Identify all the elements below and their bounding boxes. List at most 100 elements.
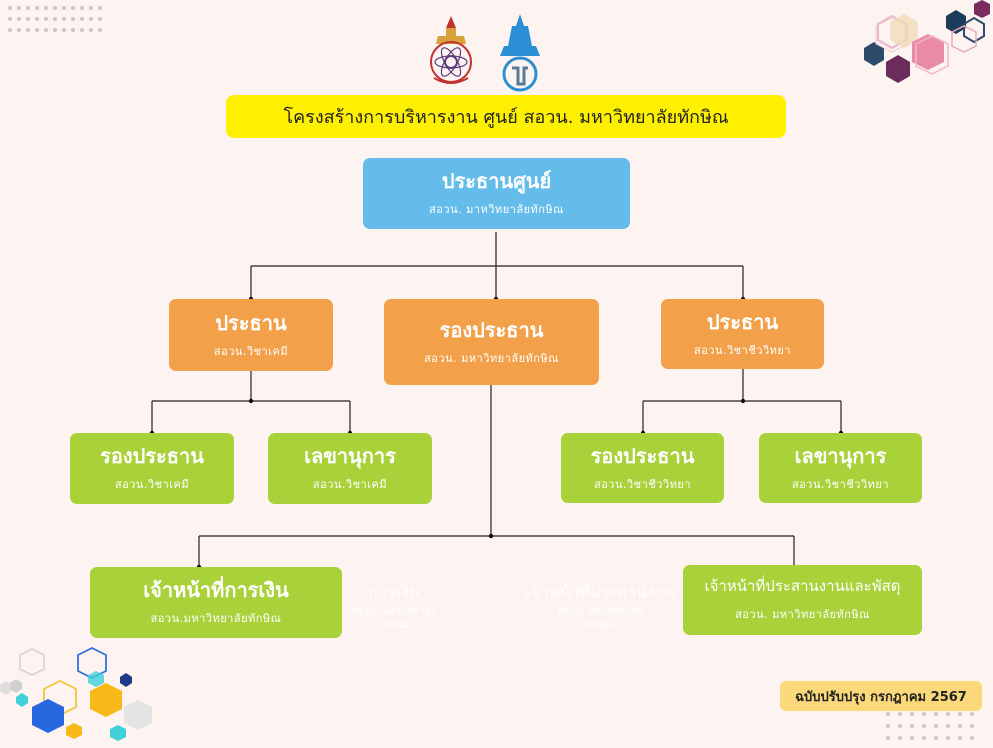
chem-vice-box: รองประธาน สอวน.วิชาเคมี bbox=[70, 433, 234, 504]
dot bbox=[26, 28, 30, 32]
dot bbox=[910, 736, 914, 740]
chem-chair-title: ประธาน bbox=[215, 310, 287, 335]
faded-finance-line2: ทักษิณ bbox=[379, 620, 409, 631]
dot bbox=[8, 28, 12, 32]
finance-officer-title: เจ้าหน้าที่การเงิน bbox=[143, 578, 289, 602]
dot-grid-decoration-top bbox=[8, 6, 108, 36]
dot bbox=[89, 28, 93, 32]
bio-secretary-box: เลขานุการ สอวน.วิชาชีววิทยา bbox=[759, 433, 922, 503]
dot bbox=[970, 712, 974, 716]
seal-logo-icon bbox=[430, 16, 472, 84]
coordinator-box: เจ้าหน้าที่ประสานงานและพัสดุ สอวน. มหาวิ… bbox=[683, 565, 922, 635]
dot bbox=[958, 724, 962, 728]
dot bbox=[886, 712, 890, 716]
chem-secretary-subtitle: สอวน.วิชาเคมี bbox=[312, 478, 388, 491]
dot bbox=[80, 6, 84, 10]
dot bbox=[8, 17, 12, 21]
bio-vice-title: รองประธาน bbox=[590, 443, 695, 468]
junction-dot bbox=[740, 398, 746, 404]
dot bbox=[958, 712, 962, 716]
dot bbox=[89, 17, 93, 21]
dot bbox=[35, 6, 39, 10]
dot bbox=[898, 724, 902, 728]
dot bbox=[71, 17, 75, 21]
president-subtitle: สอวน. มาหวิทยาลัยทักษิณ bbox=[429, 203, 564, 216]
dot bbox=[98, 28, 102, 32]
faded-finance-label: การเงิน สอวน. มหาวิทยาลัย ทักษิณ bbox=[334, 580, 454, 633]
dot bbox=[934, 724, 938, 728]
dot bbox=[970, 736, 974, 740]
dot bbox=[71, 6, 75, 10]
faded-coordinator-line1: สอวน. มหาวิทยาลัย bbox=[557, 606, 643, 617]
dot bbox=[53, 17, 57, 21]
faded-coordinator-title: เจ้าหน้าที่ประสานงาน bbox=[525, 582, 675, 601]
dot bbox=[62, 28, 66, 32]
dot bbox=[934, 736, 938, 740]
dot bbox=[958, 736, 962, 740]
dot bbox=[922, 736, 926, 740]
vice-president-subtitle: สอวน. มหาวิทยาลัยทักษิณ bbox=[424, 351, 559, 365]
dot bbox=[44, 28, 48, 32]
coordinator-title: เจ้าหน้าที่ประสานงานและพัสดุ bbox=[704, 576, 901, 595]
chem-vice-title: รองประธาน bbox=[100, 444, 204, 468]
dot bbox=[17, 17, 21, 21]
finance-officer-box: เจ้าหน้าที่การเงิน สอวน.มหาวิทยาลัยทักษิ… bbox=[90, 567, 342, 638]
bio-secretary-title: เลขานุการ bbox=[794, 443, 887, 468]
finance-officer-subtitle: สอวน.มหาวิทยาลัยทักษิณ bbox=[150, 612, 282, 625]
dot bbox=[898, 736, 902, 740]
hexagon-decoration-top-right bbox=[864, 0, 990, 83]
dot bbox=[970, 724, 974, 728]
chem-chair-subtitle: สอวน.วิชาเคมี bbox=[213, 344, 289, 358]
dot bbox=[53, 28, 57, 32]
dot-grid-decoration-bottom bbox=[886, 712, 986, 748]
bio-chair-subtitle: สอวน.วิชาชีววิทยา bbox=[693, 343, 792, 357]
president-box: ประธานศูนย์ สอวน. มาหวิทยาลัยทักษิณ bbox=[363, 158, 630, 229]
dot bbox=[886, 724, 890, 728]
chem-chair-box: ประธาน สอวน.วิชาเคมี bbox=[169, 299, 333, 371]
bio-chair-box: ประธาน สอวน.วิชาชีววิทยา bbox=[661, 299, 824, 369]
dot bbox=[898, 712, 902, 716]
page-title: โครงสร้างการบริหารงาน ศูนย์ สอวน. มหาวิท… bbox=[226, 95, 786, 138]
bio-vice-box: รองประธาน สอวน.วิชาชีววิทยา bbox=[561, 433, 724, 503]
coordinator-subtitle: สอวน. มหาวิทยาลัยทักษิณ bbox=[735, 608, 870, 622]
dot bbox=[44, 17, 48, 21]
dot bbox=[80, 17, 84, 21]
chem-secretary-title: เลขานุการ bbox=[304, 444, 396, 468]
faded-finance-title: การเงิน bbox=[368, 582, 420, 601]
dot bbox=[26, 6, 30, 10]
dot bbox=[8, 6, 12, 10]
dot bbox=[53, 6, 57, 10]
faded-coordinator-label: เจ้าหน้าที่ประสานงาน สอวน. มหาวิทยาลัย ท… bbox=[520, 580, 680, 633]
junction-dot bbox=[248, 398, 254, 404]
dot bbox=[946, 736, 950, 740]
dot bbox=[934, 712, 938, 716]
vice-president-title: รองประธาน bbox=[439, 317, 544, 342]
faded-coordinator-line2: ทักษิณ bbox=[585, 620, 615, 631]
dot bbox=[35, 28, 39, 32]
university-logo-icon bbox=[500, 14, 540, 92]
dot bbox=[946, 712, 950, 716]
dot bbox=[922, 712, 926, 716]
dot bbox=[35, 17, 39, 21]
dot bbox=[62, 6, 66, 10]
dot bbox=[89, 6, 93, 10]
dot bbox=[946, 724, 950, 728]
dot bbox=[71, 28, 75, 32]
dot bbox=[98, 17, 102, 21]
dot bbox=[80, 28, 84, 32]
bio-chair-title: ประธาน bbox=[706, 309, 779, 334]
bio-secretary-subtitle: สอวน.วิชาชีววิทยา bbox=[791, 477, 890, 491]
dot bbox=[886, 736, 890, 740]
faded-finance-line1: สอวน. มหาวิทยาลัย bbox=[351, 606, 437, 617]
dot bbox=[44, 6, 48, 10]
dot bbox=[17, 6, 21, 10]
dot bbox=[910, 724, 914, 728]
vice-president-box: รองประธาน สอวน. มหาวิทยาลัยทักษิณ bbox=[384, 299, 599, 385]
hexagon-decoration-bottom-left bbox=[0, 646, 152, 741]
dot bbox=[98, 6, 102, 10]
dot bbox=[922, 724, 926, 728]
chem-vice-subtitle: สอวน.วิชาเคมี bbox=[114, 478, 190, 491]
chem-secretary-box: เลขานุการ สอวน.วิชาเคมี bbox=[268, 433, 432, 504]
dot bbox=[62, 17, 66, 21]
